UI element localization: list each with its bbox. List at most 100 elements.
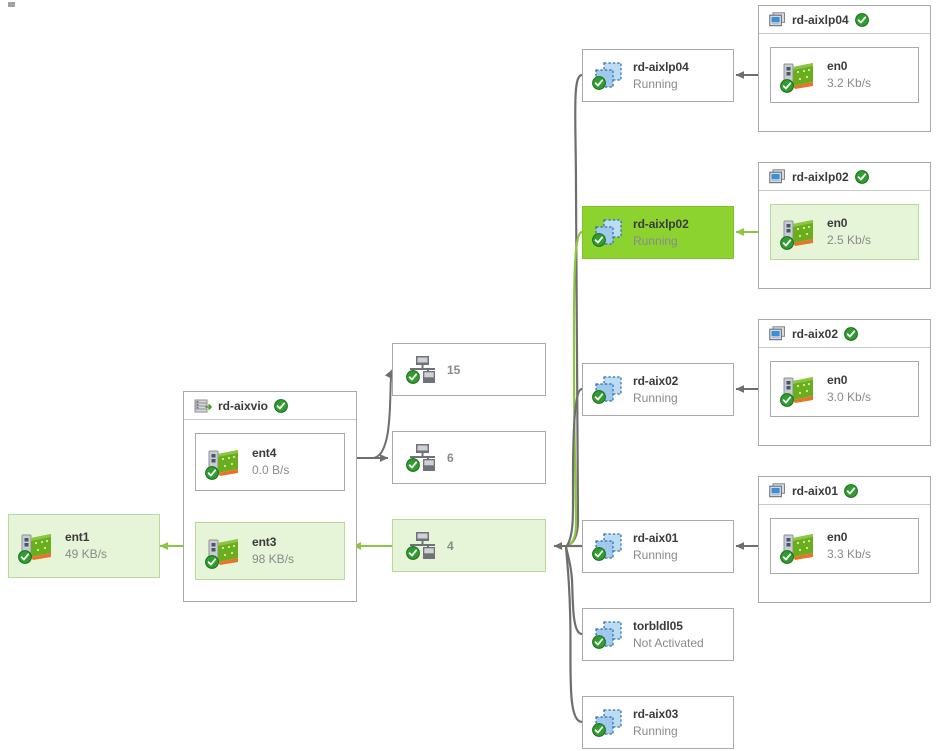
ethernet-adapter-icon xyxy=(780,60,817,93)
interface-name: en0 xyxy=(827,373,848,387)
lpar-icon xyxy=(592,218,625,248)
interface-rate: 3.0 Kb/s xyxy=(827,390,872,404)
system-panel-header[interactable]: rd-aix01 xyxy=(759,477,930,505)
system-icon xyxy=(769,483,786,498)
interface-name: en0 xyxy=(827,530,848,544)
green-check-ok-icon xyxy=(844,326,858,341)
green-check-ok-icon xyxy=(274,398,288,413)
adapter-name: ent4 xyxy=(252,446,277,460)
lpar-icon xyxy=(592,375,625,405)
interface-node-en0[interactable]: en0 2.5 Kb/s xyxy=(770,204,919,260)
lpar-icon xyxy=(592,532,625,562)
system-panel-rd-aix01[interactable]: rd-aix01 xyxy=(758,476,931,603)
adapter-rate: 49 KB/s xyxy=(65,547,108,561)
system-name: rd-aixlp02 xyxy=(792,169,849,184)
ethernet-adapter-icon xyxy=(205,536,242,569)
lpar-state: Running xyxy=(633,390,678,405)
ethernet-adapter-icon xyxy=(18,531,55,564)
green-check-ok-icon xyxy=(18,550,32,564)
green-check-ok-icon xyxy=(592,722,606,737)
lpar-node-torbldl05[interactable]: torbldl05 Not Activated xyxy=(582,608,734,661)
system-panel-header[interactable]: rd-aixlp04 xyxy=(759,6,930,34)
vlan-id: 15 xyxy=(447,362,461,377)
lpar-name: rd-aixlp02 xyxy=(633,216,689,231)
lpar-state: Running xyxy=(633,723,678,738)
lpar-icon xyxy=(592,708,625,738)
lpar-name: rd-aixlp04 xyxy=(633,59,689,74)
lpar-state: Running xyxy=(633,547,678,562)
system-name: rd-aix01 xyxy=(792,483,839,498)
green-check-ok-icon xyxy=(205,466,219,480)
system-name: rd-aix02 xyxy=(792,326,839,341)
interface-rate: 3.2 Kb/s xyxy=(827,76,872,90)
vios-panel-header[interactable]: rd-aixvio xyxy=(184,392,356,420)
adapter-rate: 0.0 B/s xyxy=(252,463,290,477)
ethernet-adapter-icon xyxy=(780,531,817,564)
interface-node-en0[interactable]: en0 3.3 Kb/s xyxy=(770,518,919,574)
interface-name: en0 xyxy=(827,216,848,230)
green-check-ok-icon xyxy=(406,457,420,472)
network-vlan-icon xyxy=(406,355,439,385)
green-check-ok-icon xyxy=(592,389,606,404)
green-check-ok-icon xyxy=(854,169,869,184)
vios-server-icon xyxy=(194,398,212,414)
vlan-node-4[interactable]: 4 xyxy=(392,519,546,572)
adapter-name: ent3 xyxy=(252,535,277,549)
vios-name: rd-aixvio xyxy=(218,398,269,413)
system-panel-header[interactable]: rd-aix02 xyxy=(759,320,930,348)
vios-panel[interactable]: rd-aixvio xyxy=(183,391,357,602)
green-check-ok-icon xyxy=(406,369,420,384)
system-panel-rd-aixlp02[interactable]: rd-aixlp02 xyxy=(758,162,931,289)
green-check-ok-icon xyxy=(592,232,606,247)
vlan-id: 6 xyxy=(447,450,454,465)
system-icon xyxy=(769,326,786,341)
vlan-node-6[interactable]: 6 xyxy=(392,431,546,484)
system-icon xyxy=(769,169,786,184)
green-check-ok-icon xyxy=(854,12,869,27)
lpar-node-rd-aix02[interactable]: rd-aix02 Running xyxy=(582,363,734,416)
interface-node-en0[interactable]: en0 3.0 Kb/s xyxy=(770,361,919,417)
green-check-ok-icon xyxy=(205,555,219,569)
system-panel-rd-aix02[interactable]: rd-aix02 xyxy=(758,319,931,446)
lpar-node-rd-aixlp02[interactable]: rd-aixlp02 Running xyxy=(582,206,734,259)
system-panel-header[interactable]: rd-aixlp02 xyxy=(759,163,930,191)
ethernet-adapter-icon xyxy=(205,447,242,480)
lpar-name: rd-aix01 xyxy=(633,530,679,545)
system-panel-rd-aixlp04[interactable]: rd-aixlp04 xyxy=(758,5,931,132)
adapter-name: ent1 xyxy=(65,530,90,544)
green-check-ok-icon xyxy=(592,75,606,90)
lpar-name: rd-aix02 xyxy=(633,373,679,388)
lpar-icon xyxy=(592,620,625,650)
interface-node-en0[interactable]: en0 3.2 Kb/s xyxy=(770,47,919,103)
green-check-ok-icon xyxy=(592,634,606,649)
adapter-node-ent3[interactable]: ent3 98 KB/s xyxy=(195,522,345,580)
green-check-ok-icon xyxy=(780,393,794,407)
network-vlan-icon xyxy=(406,531,439,561)
lpar-name: torbldl05 xyxy=(633,618,683,633)
corner-artifact-icon xyxy=(8,2,15,7)
vlan-node-15[interactable]: 15 xyxy=(392,343,546,396)
green-check-ok-icon xyxy=(592,546,606,561)
green-check-ok-icon xyxy=(780,550,794,564)
interface-rate: 3.3 Kb/s xyxy=(827,547,872,561)
adapter-node-ent4[interactable]: ent4 0.0 B/s xyxy=(195,433,345,491)
interface-name: en0 xyxy=(827,59,848,73)
lpar-icon xyxy=(592,61,625,91)
network-vlan-icon xyxy=(406,443,439,473)
lpar-node-rd-aix03[interactable]: rd-aix03 Running xyxy=(582,696,734,749)
lpar-node-rd-aix01[interactable]: rd-aix01 Running xyxy=(582,520,734,573)
adapter-node-ent1[interactable]: ent1 49 KB/s xyxy=(8,514,160,578)
green-check-ok-icon xyxy=(780,79,794,93)
system-name: rd-aixlp04 xyxy=(792,12,849,27)
ethernet-adapter-icon xyxy=(780,217,817,250)
lpar-state: Not Activated xyxy=(633,635,704,650)
green-check-ok-icon xyxy=(406,545,420,560)
lpar-node-rd-aixlp04[interactable]: rd-aixlp04 Running xyxy=(582,49,734,102)
lpar-name: rd-aix03 xyxy=(633,706,679,721)
lpar-state: Running xyxy=(633,76,678,91)
system-icon xyxy=(769,12,786,27)
interface-rate: 2.5 Kb/s xyxy=(827,233,872,247)
lpar-state: Running xyxy=(633,233,678,248)
green-check-ok-icon xyxy=(844,483,858,498)
